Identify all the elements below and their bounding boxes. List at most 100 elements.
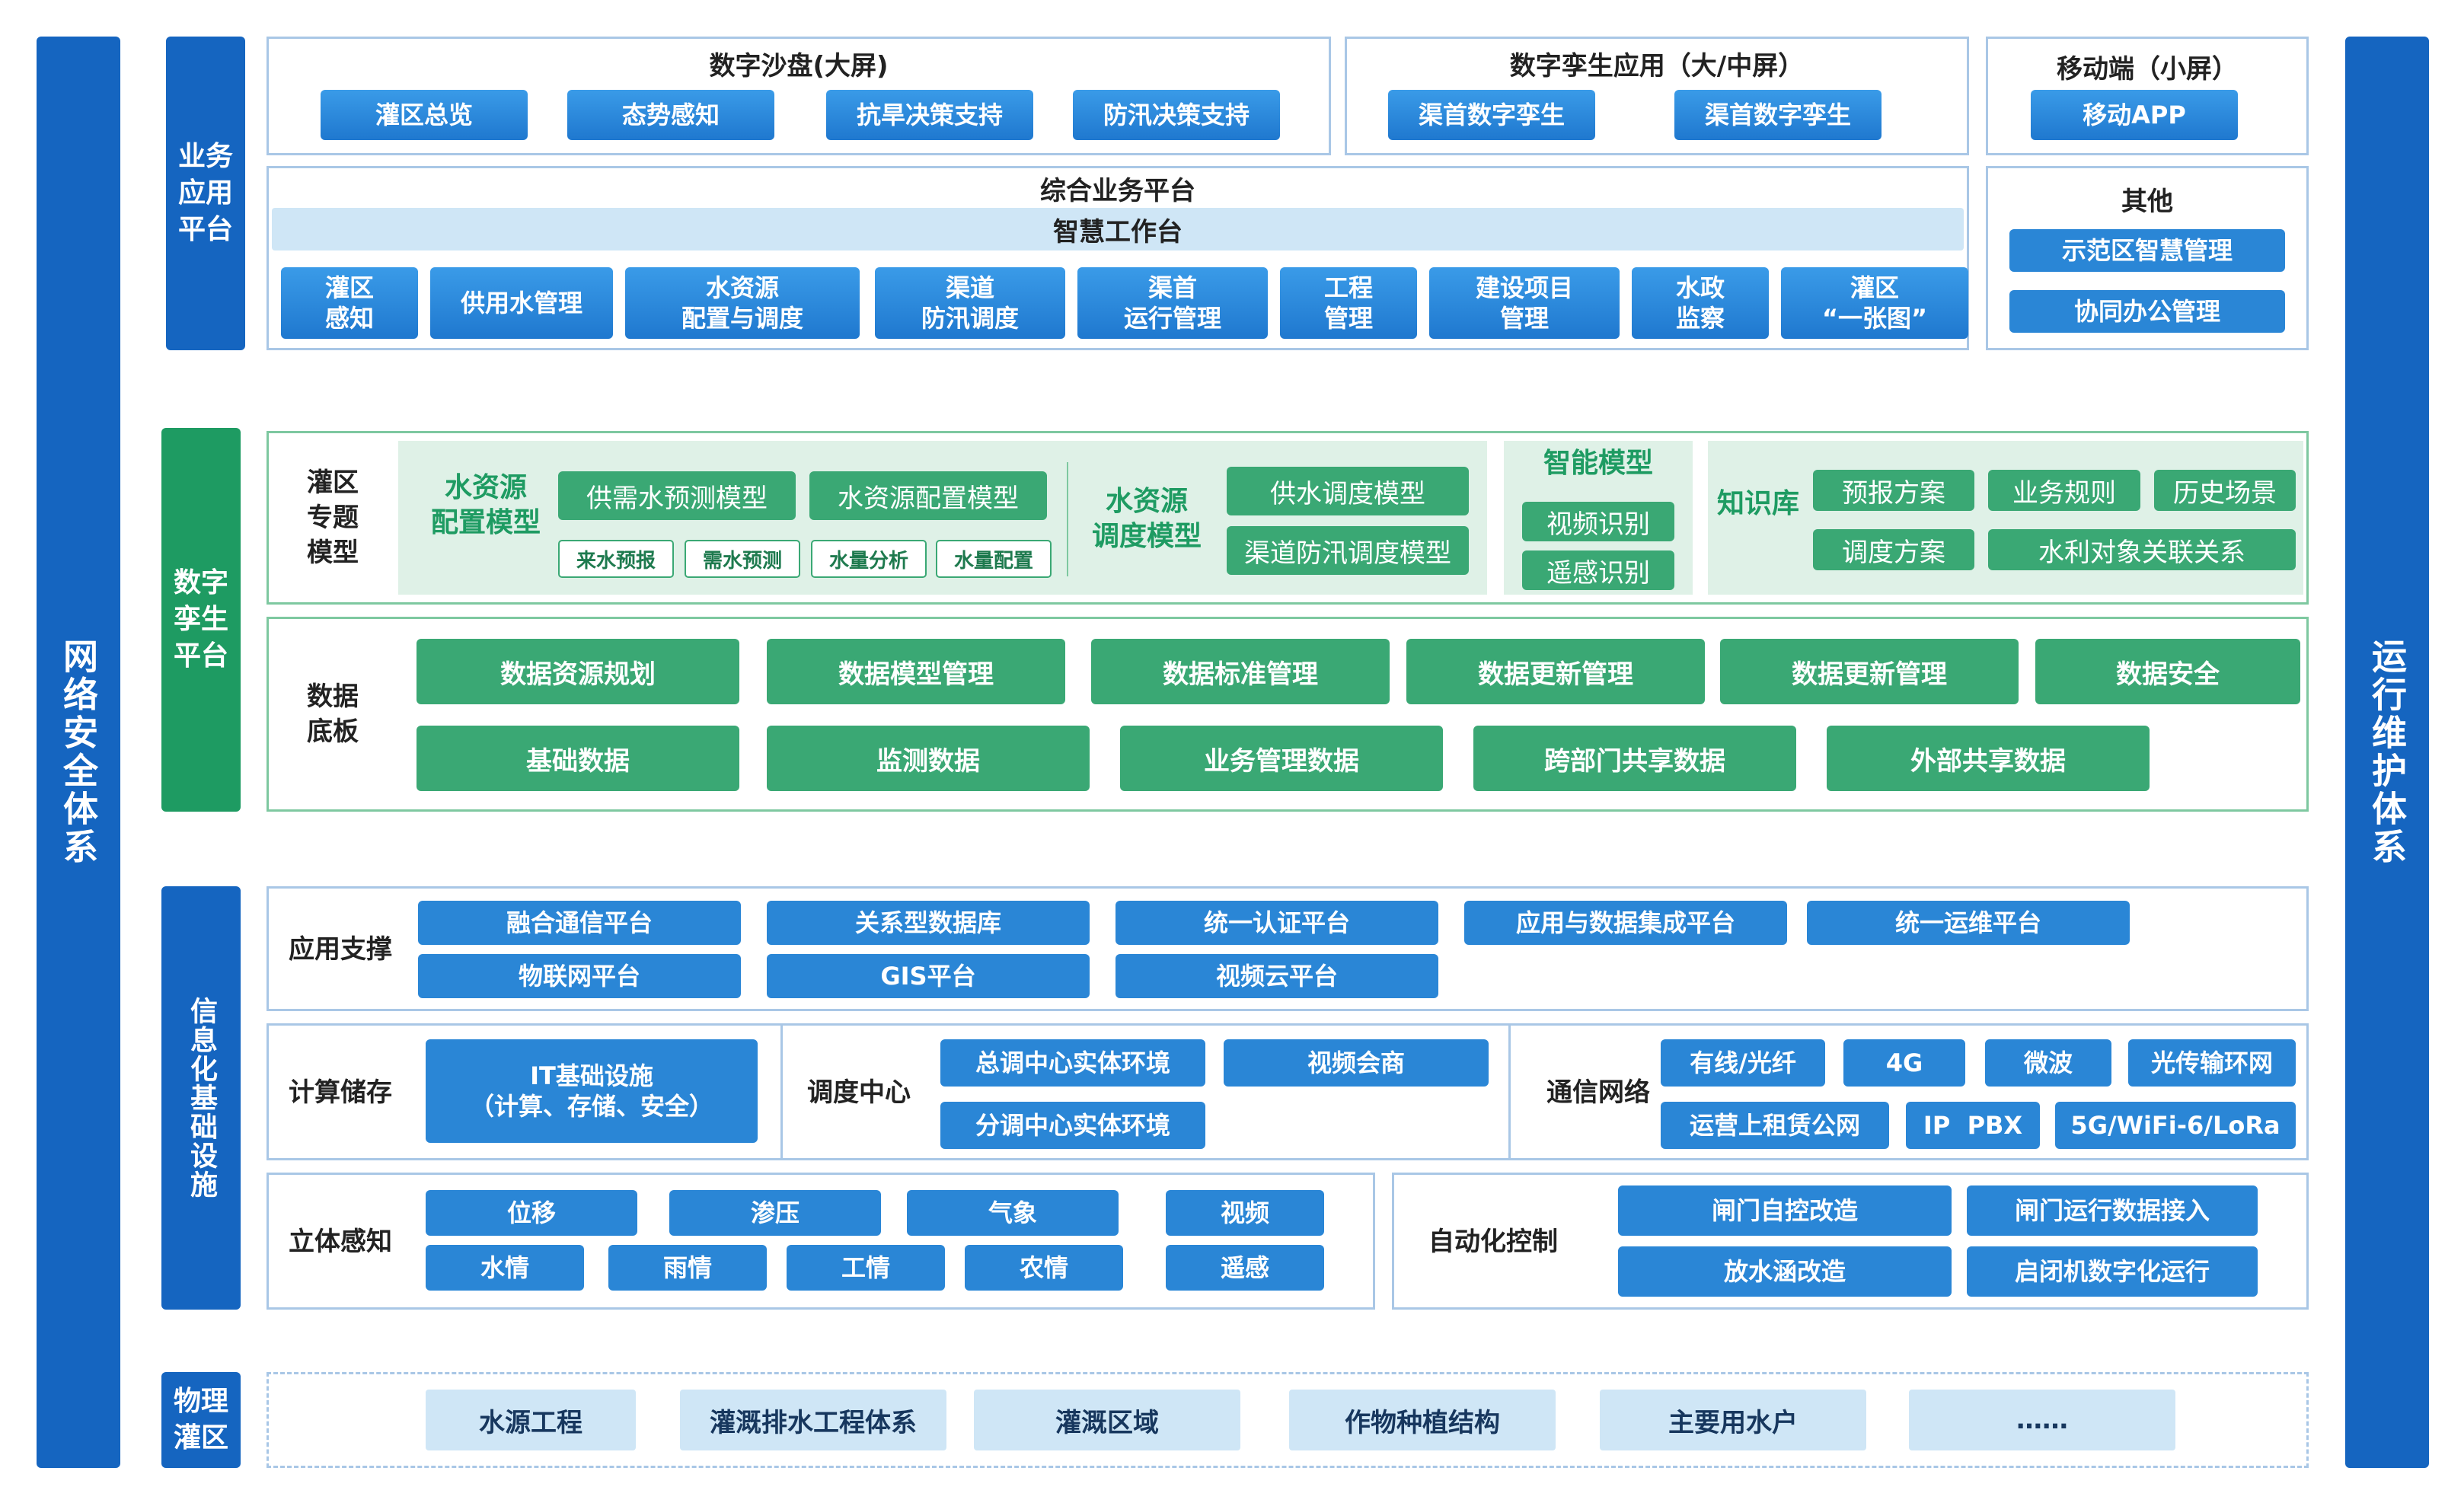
converged-comm-platform[interactable]: 融合通信平台 [418, 901, 741, 945]
sandbox-item-situation[interactable]: 态势感知 [567, 90, 774, 140]
video-recognition[interactable]: 视频识别 [1522, 502, 1674, 541]
sense-rain[interactable]: 雨情 [608, 1245, 767, 1291]
data-update-management-1[interactable]: 数据更新管理 [1406, 639, 1705, 704]
physical-panel: 水源工程 灌溉排水工程体系 灌溉区域 作物种植结构 主要用水户 …… [267, 1372, 2309, 1468]
twin-app-item-2[interactable]: 渠首数字孪生 [1674, 90, 1882, 140]
sandbox-item-flood[interactable]: 防汛决策支持 [1073, 90, 1280, 140]
platform-item-supervision[interactable]: 水政 监察 [1632, 267, 1769, 339]
twin-app-item-1[interactable]: 渠首数字孪生 [1388, 90, 1595, 140]
gate-data-access[interactable]: 闸门运行数据接入 [1967, 1185, 2258, 1236]
it-infrastructure[interactable]: IT基础设施 （计算、存储、安全） [426, 1039, 758, 1143]
smart-model-area: 智能模型 视频识别 遥感识别 [1504, 441, 1693, 595]
data-model-management[interactable]: 数据模型管理 [767, 639, 1065, 704]
data-update-management-2[interactable]: 数据更新管理 [1720, 639, 2019, 704]
model-water-config[interactable]: 水资源配置模型 [809, 471, 1047, 520]
remote-sensing-recognition[interactable]: 遥感识别 [1522, 550, 1674, 590]
net-microwave[interactable]: 微波 [1985, 1039, 2111, 1087]
twin-app-panel: 数字孪生应用（大/中屏） 渠首数字孪生 渠首数字孪生 [1345, 37, 1969, 155]
platform-item-water-config[interactable]: 水资源 配置与调度 [625, 267, 860, 339]
knowledge-area: 知识库 预报方案 业务规则 历史场景 调度方案 水利对象关联关系 [1708, 441, 2303, 595]
platform-item-engineering[interactable]: 工程 管理 [1280, 267, 1417, 339]
platform-item-headworks[interactable]: 渠首 运行管理 [1077, 267, 1268, 339]
other-item-office[interactable]: 协同办公管理 [2009, 290, 2285, 333]
relational-database[interactable]: 关系型数据库 [767, 901, 1090, 945]
phys-main-users[interactable]: 主要用水户 [1600, 1390, 1866, 1450]
video-cloud-platform[interactable]: 视频云平台 [1116, 954, 1438, 998]
phys-crop-structure[interactable]: 作物种植结构 [1289, 1390, 1556, 1450]
sense-remote[interactable]: 遥感 [1166, 1245, 1324, 1291]
dispatch-center-title: 调度中心 [807, 1077, 911, 1108]
sense-video[interactable]: 视频 [1166, 1190, 1324, 1236]
phys-irrigation-area[interactable]: 灌溉区域 [974, 1390, 1240, 1450]
data-basic[interactable]: 基础数据 [417, 726, 739, 791]
net-4g[interactable]: 4G [1843, 1039, 1965, 1087]
sandbox-panel: 数字沙盘(大屏) 灌区总览 态势感知 抗旱决策支持 防汛决策支持 [267, 37, 1331, 155]
data-standard-management[interactable]: 数据标准管理 [1091, 639, 1390, 704]
data-monitoring[interactable]: 监测数据 [767, 726, 1090, 791]
platform-item-construction[interactable]: 建设项目 管理 [1429, 267, 1620, 339]
culvert-retrofit[interactable]: 放水涵改造 [1618, 1246, 1952, 1297]
model-supply-dispatch[interactable]: 供水调度模型 [1227, 467, 1469, 515]
data-cross-department[interactable]: 跨部门共享数据 [1473, 726, 1796, 791]
compute-storage-title: 计算储存 [289, 1077, 392, 1108]
net-optical-ring[interactable]: 光传输环网 [2128, 1039, 2296, 1087]
phys-more[interactable]: …… [1909, 1390, 2175, 1450]
mobile-panel: 移动端（小屏） 移动APP [1986, 37, 2309, 155]
dispatch-divider [1508, 1026, 1511, 1158]
sub-dispatch-env[interactable]: 分调中心实体环境 [940, 1102, 1205, 1149]
sense-works[interactable]: 工情 [787, 1245, 945, 1291]
sub-volume-allocation[interactable]: 水量配置 [936, 540, 1052, 578]
mobile-title: 移动端（小屏） [2057, 53, 2238, 85]
sense-weather[interactable]: 气象 [907, 1190, 1119, 1236]
data-resource-planning[interactable]: 数据资源规划 [417, 639, 739, 704]
kb-dispatch-plan[interactable]: 调度方案 [1813, 529, 1974, 570]
kb-forecast-plan[interactable]: 预报方案 [1813, 470, 1974, 511]
perception-panel: 立体感知 位移 渗压 气象 视频 水情 雨情 工情 农情 遥感 [267, 1173, 1375, 1310]
model-flood-dispatch[interactable]: 渠道防汛调度模型 [1227, 526, 1469, 575]
data-security[interactable]: 数据安全 [2035, 639, 2300, 704]
unified-auth-platform[interactable]: 统一认证平台 [1116, 901, 1438, 945]
platform-item-one-map[interactable]: 灌区 “一张图” [1781, 267, 1968, 339]
mobile-app-button[interactable]: 移动APP [2031, 90, 2238, 140]
kb-history-scene[interactable]: 历史场景 [2154, 470, 2296, 511]
security-system-bar: 网络安全体系 [37, 37, 120, 1468]
kb-object-relations[interactable]: 水利对象关联关系 [1988, 529, 2296, 570]
sense-displacement[interactable]: 位移 [426, 1190, 637, 1236]
comm-network-title: 通信网络 [1546, 1077, 1650, 1108]
sandbox-item-overview[interactable]: 灌区总览 [321, 90, 528, 140]
iot-platform[interactable]: 物联网平台 [418, 954, 741, 998]
integration-platform[interactable]: 应用与数据集成平台 [1464, 901, 1787, 945]
gis-platform[interactable]: GIS平台 [767, 954, 1090, 998]
data-business-management[interactable]: 业务管理数据 [1120, 726, 1443, 791]
platform-item-water-supply[interactable]: 供用水管理 [430, 267, 613, 339]
main-dispatch-env[interactable]: 总调中心实体环境 [940, 1039, 1205, 1087]
sense-seepage[interactable]: 渗压 [669, 1190, 881, 1236]
compute-network-panel: 计算储存 IT基础设施 （计算、存储、安全） 调度中心 总调中心实体环境 视频会… [267, 1023, 2309, 1160]
sub-volume-analysis[interactable]: 水量分析 [811, 540, 927, 578]
business-platform-label: 业务 应用 平台 [166, 37, 245, 350]
video-conference[interactable]: 视频会商 [1224, 1039, 1489, 1087]
data-external-share[interactable]: 外部共享数据 [1827, 726, 2150, 791]
phys-irrigation-drainage[interactable]: 灌溉排水工程体系 [680, 1390, 946, 1450]
sub-inflow-forecast[interactable]: 来水预报 [558, 540, 674, 578]
other-item-demo-zone[interactable]: 示范区智慧管理 [2009, 229, 2285, 272]
sense-water[interactable]: 水情 [426, 1245, 584, 1291]
infrastructure-label-box: 信息化基础设施 [161, 886, 241, 1310]
hoist-digital-ops[interactable]: 启闭机数字化运行 [1967, 1246, 2258, 1297]
phys-water-source[interactable]: 水源工程 [426, 1390, 636, 1450]
unified-ops-platform[interactable]: 统一运维平台 [1807, 901, 2130, 945]
sub-demand-forecast[interactable]: 需水预测 [685, 540, 800, 578]
net-wired-fiber[interactable]: 有线/光纤 [1661, 1039, 1825, 1087]
model-area: 水资源 配置模型 供需水预测模型 水资源配置模型 来水预报 需水预测 水量分析 … [398, 441, 1487, 595]
platform-item-flood-dispatch[interactable]: 渠道 防汛调度 [875, 267, 1065, 339]
model-supply-demand[interactable]: 供需水预测模型 [558, 471, 796, 520]
net-5g-wifi-lora[interactable]: 5G/WiFi-6/LoRa [2055, 1102, 2296, 1149]
gate-auto-control[interactable]: 闸门自控改造 [1618, 1185, 1952, 1236]
smart-workbench-bar[interactable]: 智慧工作台 [272, 208, 1964, 250]
net-ip-pbx[interactable]: IP PBX [1906, 1102, 2040, 1149]
platform-item-perception[interactable]: 灌区 感知 [281, 267, 418, 339]
kb-business-rules[interactable]: 业务规则 [1988, 470, 2140, 511]
net-leased-public[interactable]: 运营上租赁公网 [1661, 1102, 1889, 1149]
sandbox-item-drought[interactable]: 抗旱决策支持 [826, 90, 1033, 140]
sense-agriculture[interactable]: 农情 [965, 1245, 1123, 1291]
